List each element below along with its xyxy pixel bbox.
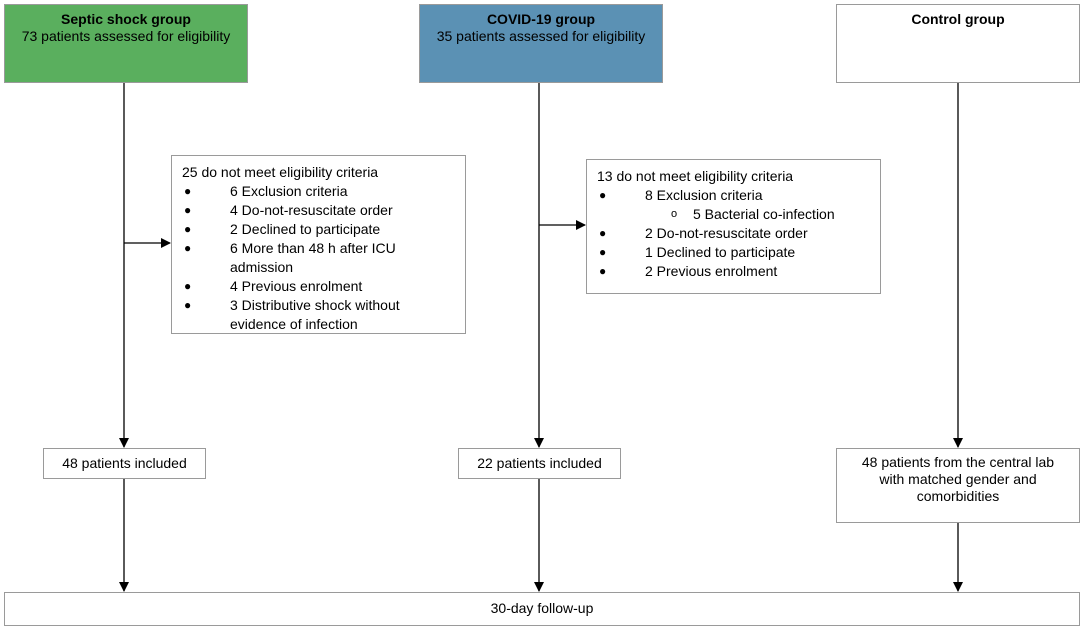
control-group-title: Control group — [911, 11, 1005, 27]
control-included-box: 48 patients from the central lab with ma… — [836, 448, 1080, 523]
septic-exclusion-list: ●6 Exclusion criteria ●4 Do-not-resuscit… — [182, 182, 455, 334]
bullet-icon: ● — [184, 203, 192, 217]
list-item: ●3 Distributive shock without evidence o… — [184, 297, 400, 332]
covid-exclusion-box: 13 do not meet eligibility criteria ●8 E… — [586, 159, 881, 294]
septic-exclusion-heading: 25 do not meet eligibility criteria — [182, 164, 379, 180]
covid-assessed-text: 35 patients assessed for eligibility — [436, 28, 646, 44]
septic-included-box: 48 patients included — [43, 448, 206, 479]
bullet-icon: ● — [184, 184, 192, 198]
bullet-icon: ● — [599, 264, 607, 278]
hollow-bullet-icon: o — [671, 208, 678, 220]
bullet-icon: ● — [184, 298, 192, 312]
followup-box: 30-day follow-up — [4, 592, 1080, 626]
bullet-icon: ● — [599, 188, 607, 202]
bullet-icon: ● — [184, 279, 192, 293]
list-item: ●2 Previous enrolment — [599, 263, 778, 279]
followup-text: 30-day follow-up — [490, 600, 594, 616]
list-item: ●2 Declined to participate — [184, 221, 381, 237]
list-item: ●4 Do-not-resuscitate order — [184, 202, 393, 218]
control-group-box: Control group — [836, 4, 1080, 83]
list-item: ●6 Exclusion criteria — [184, 183, 348, 199]
bullet-icon: ● — [599, 245, 607, 259]
septic-shock-group-box: Septic shock group 73 patients assessed … — [4, 4, 248, 83]
list-item: ●4 Previous enrolment — [184, 278, 363, 294]
bullet-icon: ● — [184, 222, 192, 236]
list-item: ●8 Exclusion criteria — [599, 187, 763, 203]
list-item: ●6 More than 48 h after ICU admission — [184, 240, 396, 275]
septic-included-text: 48 patients included — [62, 455, 187, 471]
bullet-icon: ● — [184, 241, 192, 255]
covid-group-title: COVID-19 group — [486, 11, 596, 27]
covid-group-box: COVID-19 group 35 patients assessed for … — [419, 4, 663, 83]
covid-exclusion-heading: 13 do not meet eligibility criteria — [597, 168, 794, 184]
septic-assessed-text: 73 patients assessed for eligibility — [21, 28, 231, 44]
septic-exclusion-box: 25 do not meet eligibility criteria ●6 E… — [171, 155, 466, 334]
covid-included-text: 22 patients included — [477, 455, 602, 471]
covid-included-box: 22 patients included — [458, 448, 621, 479]
list-item: ●1 Declined to participate — [599, 244, 796, 260]
list-item: ●2 Do-not-resuscitate order — [599, 225, 808, 241]
control-included-text: 48 patients from the central lab with ma… — [861, 454, 1055, 504]
bullet-icon: ● — [599, 226, 607, 240]
septic-group-title: Septic shock group — [61, 11, 191, 27]
